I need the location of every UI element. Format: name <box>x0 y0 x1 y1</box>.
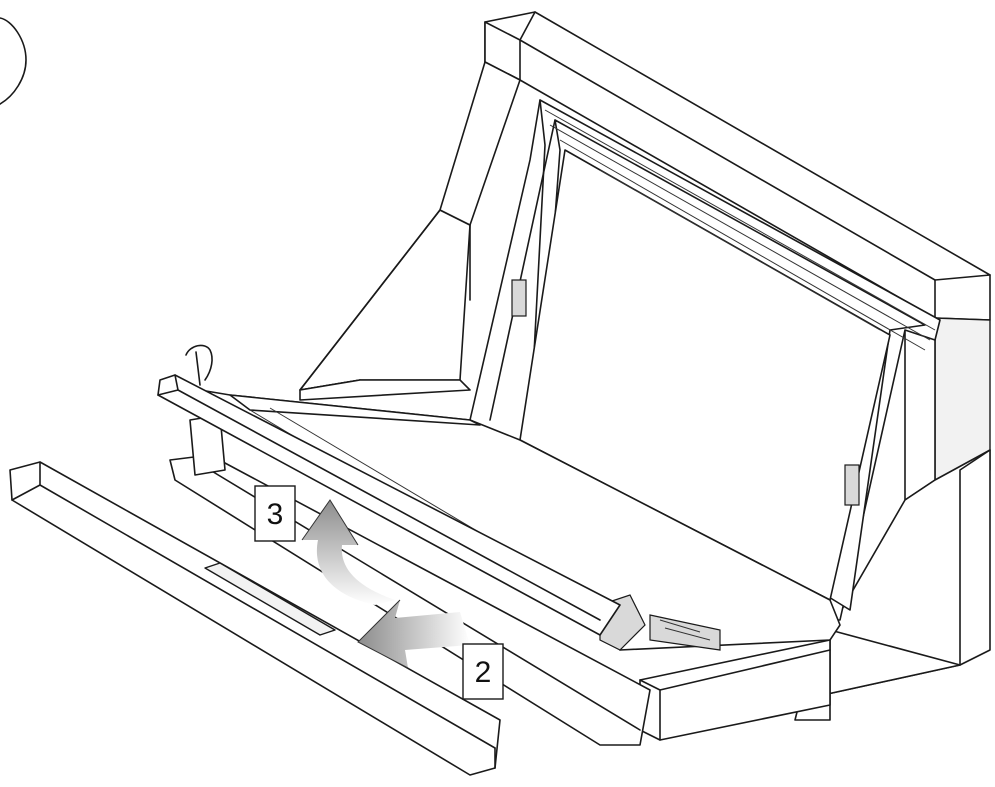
step-number-2: 2 <box>475 656 492 689</box>
step-number-3: 3 <box>267 498 284 531</box>
arrow-step-2 <box>357 599 470 669</box>
arrow-step-3 <box>301 499 395 605</box>
step-label-3: 3 <box>254 485 296 542</box>
cover-strip-lower <box>9 461 501 776</box>
top-frame-board <box>484 11 991 481</box>
strip-groove <box>204 562 336 636</box>
corner-circle <box>0 17 27 105</box>
step-label-2: 2 <box>462 643 504 700</box>
right-hinge <box>844 464 860 506</box>
latch-hardware <box>649 614 721 651</box>
window-sash <box>469 99 941 621</box>
cover-strip-upper <box>157 344 621 636</box>
left-hinge <box>511 279 527 317</box>
left-frame-support <box>299 61 521 401</box>
